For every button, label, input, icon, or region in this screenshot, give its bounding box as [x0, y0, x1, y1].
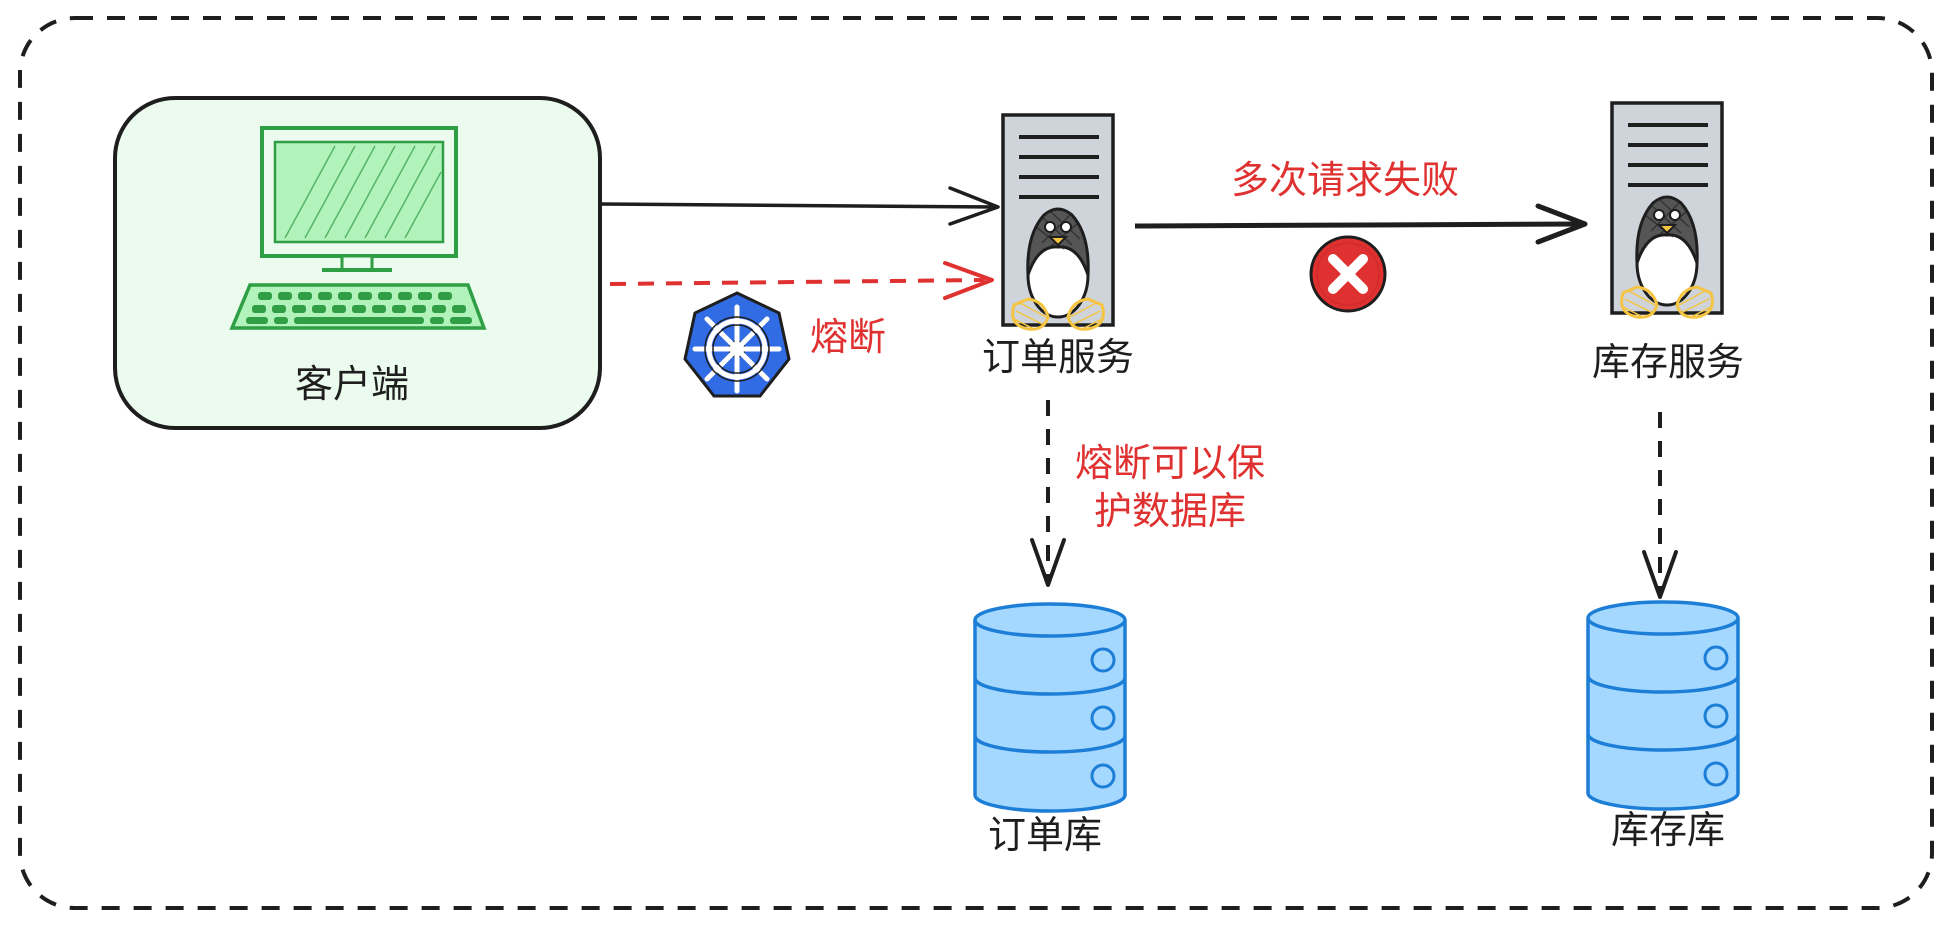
- inventory-service-node: 库存服务: [1592, 103, 1744, 384]
- linux-server-icon: [1003, 115, 1113, 329]
- error-x-icon: [1309, 235, 1387, 313]
- order-service-node: 订单服务: [982, 115, 1134, 379]
- linux-server-icon: [1612, 103, 1722, 317]
- protect-db-label-line2: 护数据库: [1094, 489, 1246, 533]
- inventory-db-node: 库存库: [1586, 600, 1740, 852]
- circuit-breaker-arrow: [609, 261, 994, 300]
- outer-frame: [18, 16, 1934, 910]
- inventory-db-label: 库存库: [1611, 808, 1725, 852]
- order-db-node: 订单库: [973, 602, 1127, 857]
- order-service-label: 订单服务: [982, 335, 1134, 379]
- failed-request-arrow: [1134, 203, 1588, 245]
- helm-wheel-icon: [683, 291, 791, 398]
- inventory-service-label: 库存服务: [1592, 340, 1744, 384]
- order-db-arrow: [1030, 400, 1066, 587]
- database-icon: [1586, 600, 1740, 811]
- request-arrow: [599, 186, 1000, 226]
- request-failed-label: 多次请求失败: [1231, 158, 1459, 202]
- computer-monitor-icon: [229, 126, 487, 330]
- database-icon: [973, 602, 1127, 813]
- order-db-label: 订单库: [988, 813, 1102, 857]
- protect-db-label-line1: 熔断可以保: [1075, 441, 1265, 485]
- circuit-breaker-label: 熔断: [810, 315, 886, 359]
- client-label: 客户端: [295, 362, 409, 406]
- inventory-db-arrow: [1642, 412, 1678, 599]
- client-node: 客户端: [113, 96, 602, 430]
